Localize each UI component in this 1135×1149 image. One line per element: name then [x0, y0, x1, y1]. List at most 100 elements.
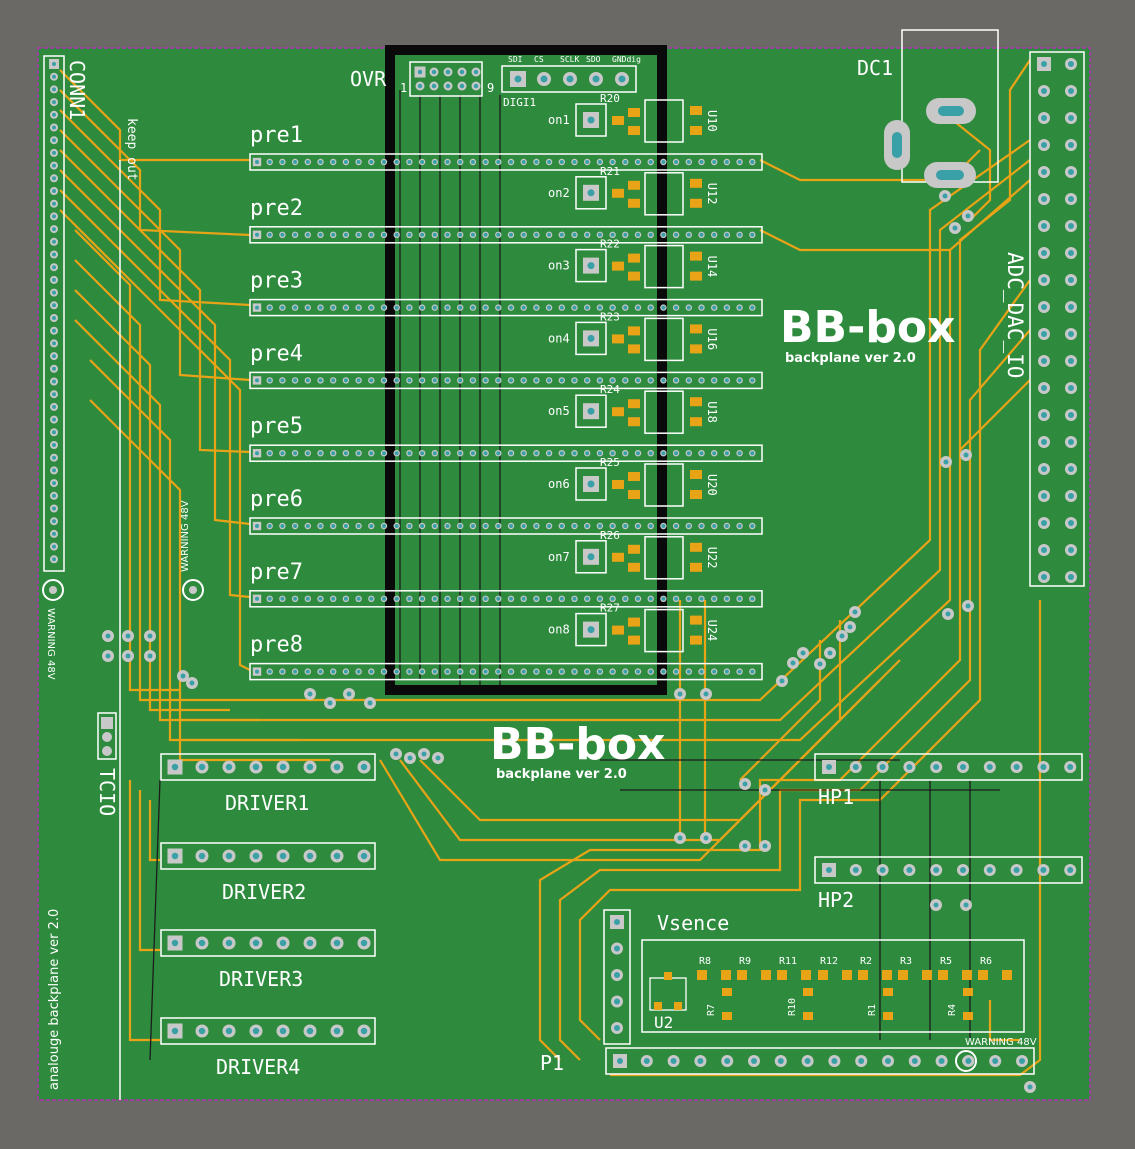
on-label: on1: [548, 113, 570, 127]
pad-drill: [255, 596, 259, 601]
via-drill: [942, 193, 948, 199]
on-label: on8: [548, 623, 570, 637]
u-label: U20: [705, 474, 719, 496]
via-drill: [1027, 1084, 1033, 1090]
pad-drill: [420, 524, 425, 528]
pad-drill: [1041, 547, 1047, 553]
pad-drill: [356, 451, 361, 456]
pad-drill: [661, 232, 666, 237]
via-drill: [943, 459, 949, 465]
pad-drill: [198, 763, 206, 771]
pad-drill: [343, 669, 348, 674]
digi-pin-label: SDO: [586, 55, 601, 64]
pad-drill: [724, 378, 729, 383]
res-pad: [1002, 970, 1012, 980]
via-drill: [839, 633, 845, 639]
pad-drill: [521, 378, 526, 383]
pad-drill: [572, 596, 577, 601]
pad-drill: [280, 669, 285, 674]
pad-drill: [572, 305, 577, 310]
pad-drill: [305, 451, 310, 456]
dc1-jack: [884, 29, 999, 188]
pad-drill: [1040, 764, 1047, 770]
pad-drill: [52, 100, 56, 105]
smd-pad: [690, 126, 702, 135]
pad-drill: [52, 150, 56, 155]
u-chip: [644, 172, 684, 216]
pad-drill: [572, 524, 577, 528]
smd-pad: [628, 472, 640, 481]
pad-drill: [407, 524, 412, 528]
pad-drill: [52, 74, 56, 79]
adc-dac-io-label: ADC_DAC_IO: [1003, 252, 1027, 378]
pad-drill: [1068, 115, 1074, 121]
pad-drill: [1068, 547, 1074, 553]
via-drill: [703, 691, 709, 697]
pad-drill: [572, 378, 577, 383]
pad-drill: [648, 305, 653, 310]
pad-drill: [458, 305, 463, 310]
u-label: U10: [705, 110, 719, 132]
pad-drill: [394, 524, 399, 528]
pad-drill: [470, 232, 475, 237]
pad-drill: [432, 305, 437, 310]
pad-drill: [1041, 412, 1047, 418]
pad-drill: [280, 596, 285, 601]
pad-drill: [331, 669, 336, 674]
u-label: U18: [705, 401, 719, 423]
vsence-resistor-label: R9: [739, 956, 751, 967]
pad-drill: [369, 305, 374, 310]
pad-drill: [585, 669, 590, 674]
pad-drill: [585, 378, 590, 383]
pad-drill: [587, 407, 595, 415]
res-pad: [697, 970, 707, 980]
pad-drill: [712, 451, 717, 456]
via-drill: [965, 213, 971, 219]
pad-drill: [255, 232, 259, 237]
p1-header: [605, 1047, 1035, 1075]
smd-pad: [628, 253, 640, 263]
pad-drill: [572, 451, 577, 456]
via-drill: [965, 603, 971, 609]
driver-label: DRIVER4: [216, 1055, 300, 1079]
pad-drill: [420, 160, 425, 164]
pad-drill: [52, 176, 56, 181]
pad-drill: [432, 232, 437, 237]
via-drill: [367, 700, 373, 706]
pad-drill: [1041, 304, 1047, 310]
pad-drill: [343, 232, 348, 237]
driver-3: DRIVER3: [160, 929, 376, 991]
pad-drill: [445, 669, 450, 674]
res-pad: [803, 1012, 813, 1020]
pad-drill: [255, 669, 259, 674]
pad-drill: [585, 305, 590, 310]
p1-label: P1: [540, 1051, 564, 1075]
pad-drill: [267, 596, 272, 601]
pad-drill: [417, 83, 423, 89]
u-chip: [644, 463, 684, 507]
pad-drill: [712, 596, 717, 601]
pad-drill: [777, 1058, 784, 1064]
pad-drill: [724, 232, 729, 237]
pad-drill: [1041, 142, 1047, 148]
pad-drill: [318, 160, 323, 164]
pad-drill: [360, 852, 368, 860]
pad-drill: [724, 596, 729, 601]
pad-drill: [1041, 196, 1047, 202]
pad-drill: [737, 524, 742, 528]
pad-drill: [331, 378, 336, 383]
pad-drill: [559, 596, 564, 601]
res-pad: [963, 1012, 973, 1020]
pad-drill: [737, 596, 742, 601]
pad-drill: [587, 116, 595, 124]
smd-pad: [628, 126, 640, 135]
pad-drill: [394, 451, 399, 456]
pad-drill: [686, 305, 691, 310]
pad-drill: [509, 524, 513, 528]
pad-drill: [198, 1027, 206, 1035]
pad-drill: [394, 596, 399, 601]
pad-drill: [52, 443, 56, 447]
smd-pad: [628, 326, 640, 336]
